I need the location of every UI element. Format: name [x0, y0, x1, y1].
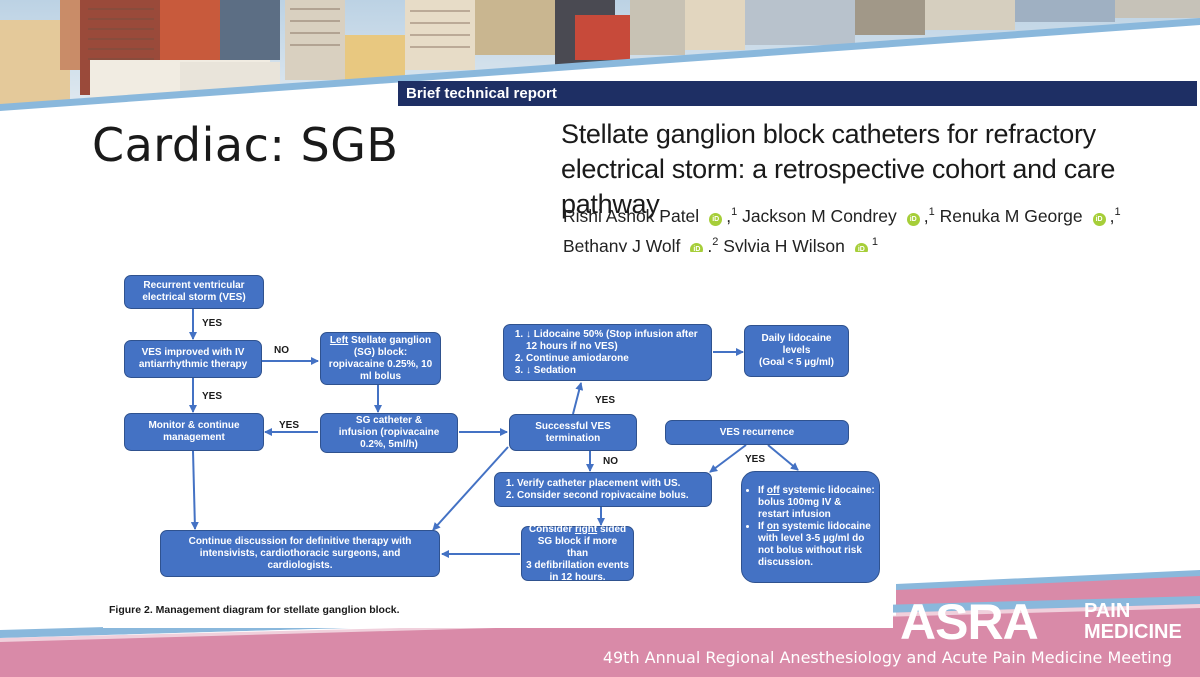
sg-catheter-box: SG catheter & infusion (ropivacaine 0.2%…: [320, 413, 458, 453]
arrow-recurrence-to-protocol: [767, 444, 799, 471]
protocol-on-prefix: If: [758, 521, 767, 532]
protocol-off-text: systemic lidocaine: bolus 100mg IV & res…: [758, 485, 875, 520]
meeting-name: 49th Annual Regional Anesthesiology and …: [602, 648, 1172, 667]
lidocaine-protocol-box: If off systemic lidocaine: bolus 100mg I…: [741, 471, 880, 583]
edge-label-yes: YES: [745, 454, 766, 465]
section-label-bar: Brief technical report: [398, 81, 1197, 106]
paper-title: Stellate ganglion block catheters for re…: [561, 119, 1116, 219]
verify-item: Consider second ropivacaine bolus.: [517, 490, 689, 502]
recurrent-ves-box: Recurrent ventricular electrical storm (…: [124, 275, 264, 309]
protocol-off-underlined: off: [766, 485, 780, 496]
author-affiliation: 1: [871, 236, 878, 248]
protocol-off-prefix: If: [758, 485, 767, 496]
lidocaine-item: ↓ Lidocaine 50% (Stop infusion after 12 …: [526, 329, 707, 353]
verify-item: Verify catheter placement with US.: [517, 478, 689, 490]
asra-subtitle-line: PAIN: [1084, 600, 1131, 622]
asra-logo-subtitle: PAIN MEDICINE: [1084, 601, 1182, 643]
author-affiliation: 2: [712, 236, 719, 248]
continue-discussion-box: Continue discussion for definitive thera…: [160, 530, 440, 577]
protocol-on-underlined: on: [766, 521, 780, 532]
protocol-on-text: systemic lidocaine with level 3-5 µg/ml …: [758, 521, 871, 568]
daily-lidocaine-box: Daily lidocaine levels (Goal < 5 µg/ml): [744, 325, 849, 377]
right-sg-text: sided SG block if more than 3 defibrilla…: [526, 523, 629, 583]
diagram-connectors: [189, 309, 799, 558]
edge-label-no: NO: [274, 345, 289, 356]
lidocaine-item: Continue amiodarone: [526, 353, 707, 365]
monitor-box: Monitor & continue management: [124, 413, 264, 451]
orcid-icon[interactable]: iD: [709, 213, 723, 226]
ves-improved-box: VES improved with IV antiarrhythmic ther…: [124, 340, 262, 378]
right-sg-prefix: Consider: [528, 523, 575, 535]
management-flow-diagram: Recurrent ventricular electrical storm (…: [103, 252, 893, 628]
right-sg-underlined: right: [575, 523, 598, 535]
orcid-icon[interactable]: iD: [1092, 213, 1106, 226]
asra-subtitle-line: MEDICINE: [1084, 621, 1182, 643]
successful-termination-box: Successful VES termination: [509, 414, 637, 451]
verify-catheter-box: Verify catheter placement with US. Consi…: [494, 472, 712, 507]
left-sg-block-box: Left Stellate ganglion (SG) block: ropiv…: [320, 332, 441, 385]
lidocaine-adjust-box: ↓ Lidocaine 50% (Stop infusion after 12 …: [503, 324, 712, 381]
arrow-monitor-to-discussion: [190, 450, 199, 530]
author-affiliation: 1: [1114, 206, 1121, 218]
author-name: Renuka M George: [939, 206, 1083, 226]
author-affiliation: 1: [731, 206, 738, 218]
figure-caption: Figure 2. Management diagram for stellat…: [109, 604, 400, 616]
author-name: Sylvia H Wilson: [723, 236, 845, 256]
city-skyline-banner: [0, 0, 1200, 125]
lidocaine-item: ↓ Sedation: [526, 365, 707, 377]
asra-logo: ASRA: [900, 594, 1039, 650]
author-name: Bethany J Wolf: [563, 236, 681, 256]
author-name: Rishi Ashok Patel: [563, 206, 700, 226]
edge-label-yes: YES: [279, 420, 300, 431]
author-name: Jackson M Condrey: [742, 206, 897, 226]
protocol-item-on: If on systemic lidocaine with level 3-5 …: [758, 521, 875, 569]
ves-recurrence-box: VES recurrence: [665, 420, 849, 445]
arrow-recurrence-to-verify: [709, 444, 747, 473]
orcid-icon[interactable]: iD: [906, 213, 920, 226]
left-sg-prefix: Left: [329, 334, 349, 346]
arrow-successful-to-lidocaine: [572, 382, 584, 415]
arrow-successful-to-discussion: [432, 446, 509, 531]
author-affiliation: 1: [928, 206, 935, 218]
left-sg-text: Stellate ganglion (SG) block: ropivacain…: [328, 334, 433, 382]
edge-label-yes: YES: [595, 395, 616, 406]
protocol-item-off: If off systemic lidocaine: bolus 100mg I…: [758, 485, 875, 521]
edge-label-no: NO: [603, 456, 618, 467]
edge-label-yes: YES: [202, 318, 223, 329]
right-sg-block-box: Consider right sided SG block if more th…: [521, 523, 634, 583]
slide-title: Cardiac: SGB: [92, 118, 399, 172]
edge-label-yes: YES: [202, 391, 223, 402]
